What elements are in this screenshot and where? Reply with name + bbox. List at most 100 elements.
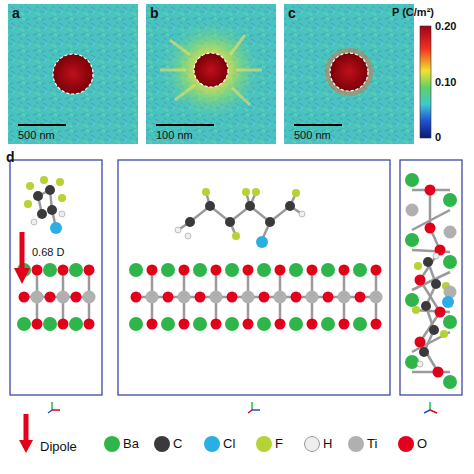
atom <box>406 204 419 217</box>
atom <box>242 291 255 304</box>
atom <box>274 291 287 304</box>
colorbar-label: P (C/m²) <box>392 6 434 18</box>
dipole-value: 0.68 D <box>32 246 64 258</box>
scale-label: 500 nm <box>294 129 331 141</box>
atom <box>225 317 239 331</box>
atom <box>71 292 82 303</box>
atom <box>31 291 44 304</box>
atom <box>211 265 222 276</box>
atom <box>58 194 66 202</box>
atom <box>415 275 426 286</box>
atom <box>443 375 457 389</box>
colorbar-label: 0.10 <box>435 76 456 88</box>
atom <box>57 291 70 304</box>
atom <box>307 319 318 330</box>
atom <box>225 217 235 227</box>
atom <box>252 188 260 196</box>
atom <box>56 178 64 186</box>
atom <box>444 226 457 239</box>
atom <box>205 201 215 211</box>
atom <box>291 292 302 303</box>
atom <box>193 317 207 331</box>
atom <box>225 263 239 277</box>
atom <box>69 317 83 331</box>
atom <box>353 317 367 331</box>
panel-letter: a <box>12 6 20 21</box>
legend-text: O <box>417 437 427 451</box>
atom <box>306 291 319 304</box>
atom <box>442 296 454 308</box>
atom <box>232 232 240 240</box>
atom <box>417 361 423 367</box>
atom <box>429 325 439 335</box>
atom <box>193 263 207 277</box>
atom <box>405 233 419 247</box>
atom <box>32 265 43 276</box>
legend-text: F <box>275 437 283 451</box>
atom <box>443 193 457 207</box>
atom <box>179 265 190 276</box>
atom <box>17 317 31 331</box>
atom <box>178 291 191 304</box>
atom <box>146 291 159 304</box>
atom <box>289 317 303 331</box>
atom <box>443 315 457 329</box>
atom <box>185 233 191 239</box>
atom <box>50 222 62 234</box>
atom <box>440 330 448 338</box>
panel-letter: c <box>288 6 296 21</box>
atom <box>243 265 254 276</box>
atom <box>43 317 57 331</box>
atom <box>371 319 382 330</box>
scale-label: 500 nm <box>18 129 55 141</box>
atom <box>131 292 142 303</box>
atom <box>338 291 351 304</box>
bond <box>412 272 450 290</box>
atom <box>24 200 32 208</box>
atom <box>84 319 95 330</box>
atom <box>289 263 303 277</box>
legend-text: Ti <box>367 437 377 451</box>
bond <box>412 371 450 374</box>
panel-letter: b <box>150 6 159 21</box>
atom <box>425 223 436 234</box>
atom <box>256 236 268 248</box>
arrow-head <box>19 440 33 453</box>
atom <box>405 173 419 187</box>
atom <box>285 201 295 211</box>
atom <box>175 227 181 233</box>
arrow-shaft <box>24 414 29 442</box>
atom <box>423 257 433 267</box>
atom <box>339 319 350 330</box>
atom <box>45 185 55 195</box>
legend-text: Cl <box>223 437 235 451</box>
atom <box>243 319 254 330</box>
atom <box>443 255 457 269</box>
atom <box>26 182 34 190</box>
atom <box>245 201 255 211</box>
atom <box>40 176 48 184</box>
atom <box>129 263 143 277</box>
atom <box>69 263 83 277</box>
legend-swatch <box>398 436 414 452</box>
atom <box>371 265 382 276</box>
legend-swatch <box>348 436 364 452</box>
atom <box>47 205 57 215</box>
atom <box>257 317 271 331</box>
legend-swatch <box>154 436 170 452</box>
atom <box>265 217 275 227</box>
legend-swatch <box>256 436 272 452</box>
atom <box>415 337 426 348</box>
atom <box>31 219 37 225</box>
atom <box>242 188 250 196</box>
atom <box>163 292 174 303</box>
colorbar-label: 0.20 <box>435 20 456 32</box>
atom <box>227 292 238 303</box>
legend-swatch <box>104 436 120 452</box>
legend-swatch <box>204 436 220 452</box>
atom <box>83 291 96 304</box>
atom <box>323 292 334 303</box>
atom <box>412 306 420 314</box>
atom <box>185 217 195 227</box>
bond <box>420 280 440 312</box>
